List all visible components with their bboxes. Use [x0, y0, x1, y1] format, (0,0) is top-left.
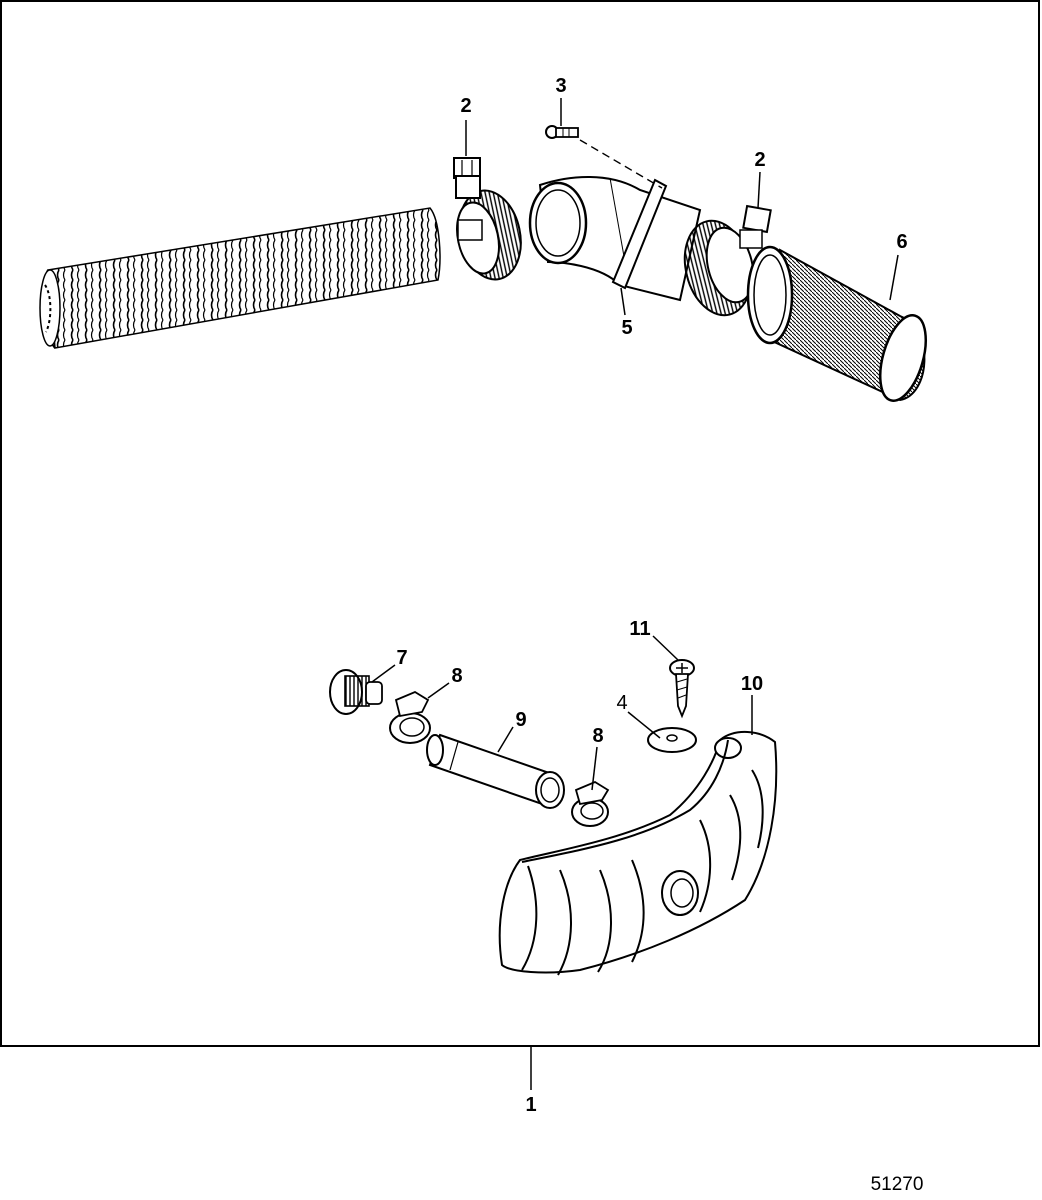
screw-small	[545, 125, 663, 189]
figure-number: 51270	[871, 1174, 924, 1195]
leader-lines	[371, 98, 899, 1090]
air-filter	[746, 245, 927, 402]
callout-2-right: 2	[754, 149, 765, 171]
shroud-cover	[498, 731, 778, 976]
tube	[426, 733, 565, 809]
callout-8-left: 8	[451, 665, 462, 687]
plug-fitting	[329, 669, 383, 715]
callout-5: 5	[621, 317, 632, 339]
callout-1: 1	[525, 1094, 536, 1116]
callout-6: 6	[896, 231, 907, 253]
callout-labels: 2 3 2 6 5 7 8 9 8 4 11 10 1	[396, 75, 907, 1116]
small-clamp-right	[571, 780, 610, 827]
callout-9: 9	[515, 709, 526, 731]
callout-10: 10	[741, 673, 763, 695]
callout-2-left: 2	[460, 95, 471, 117]
callout-7: 7	[396, 647, 407, 669]
diagram-frame	[0, 0, 1040, 1047]
small-clamp-left	[389, 690, 431, 744]
hose-clamp-left	[453, 157, 522, 281]
callout-8-right: 8	[592, 725, 603, 747]
callout-4: 4	[616, 692, 627, 714]
callout-3: 3	[555, 75, 566, 97]
wood-screw	[669, 659, 695, 719]
callout-11: 11	[629, 618, 650, 640]
elbow-adapter	[528, 176, 702, 302]
hose-clamp-right	[683, 204, 772, 317]
gasket	[611, 178, 668, 290]
washer	[647, 727, 697, 753]
corrugated-hose	[39, 207, 441, 349]
